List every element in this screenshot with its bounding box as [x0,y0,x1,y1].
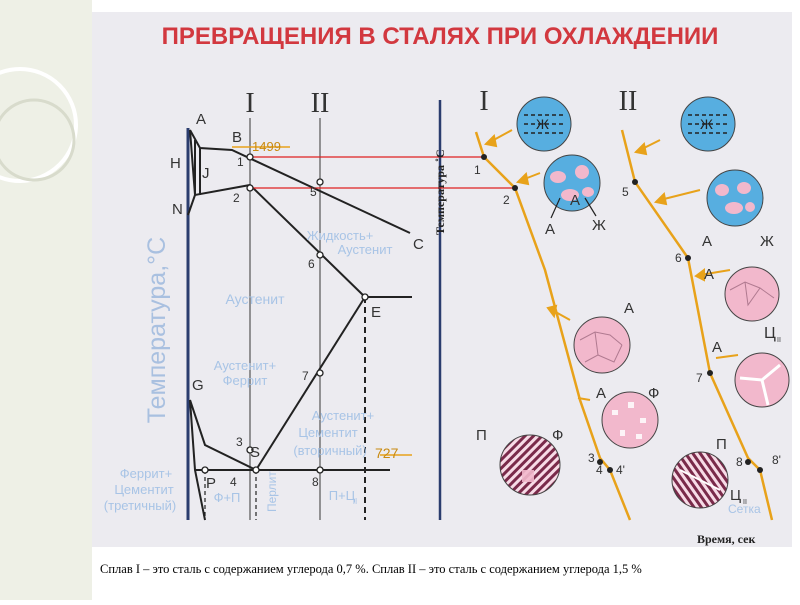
region-p-c: П+Ц [329,488,356,503]
decorative-circles [0,67,78,183]
label-p-2: П [716,436,727,453]
num-5: 5 [310,185,317,199]
point-e: E [371,304,381,321]
label-f-1: Ф [648,385,659,402]
label-a-4: А [596,385,606,402]
micro-liquid-austenite-2 [706,169,764,227]
curve-num-8p: 8' [772,453,781,467]
region-austenite: Аустенит [225,291,285,307]
point-s: S [250,444,260,461]
micro-austenite-2 [724,266,780,322]
micro-austenite-ferrite-1 [601,391,659,449]
curve-num-3: 3 [588,451,595,465]
curve-alloy-one-label: I [479,86,488,117]
label-setka: Сетка [728,502,761,516]
region-f-p: Ф+П [214,490,241,505]
curve-num-4: 4 [596,463,603,477]
curve-num-1: 1 [474,163,481,177]
region-austenite-cementite-1: Аустенит+ [312,408,374,423]
curve-num-6: 6 [675,251,682,265]
region-austenite-ferrite-2: Феррит [223,373,268,388]
arrows [483,129,739,401]
curve-num-5: 5 [622,185,629,199]
label-a-1: А [545,221,555,238]
point-markers [201,153,369,474]
decorative-left-band [0,0,92,600]
point-p: P [206,475,216,492]
micro-austenite-cementite-2 [734,352,790,408]
micro-pearlite-ferrite-1 [499,434,561,496]
point-n: N [172,201,183,218]
slide-title: ПРЕВРАЩЕНИЯ В СТАЛЯХ ПРИ ОХЛАЖДЕНИИ [162,23,719,50]
micro-liquid-austenite-1 [543,154,601,212]
micro-liquid-2: Ж [680,96,736,152]
alloy-one-label: I [245,88,254,119]
label-a-5: А [702,233,712,250]
point-c: C [413,236,424,253]
y-axis-label: Температура,°С [143,237,171,423]
region-ferrite-cementite-1: Феррит+ [120,466,172,481]
label-ts-sub-1: II [777,337,781,344]
label-a-3: А [624,300,634,317]
micro-pearlite-cementite-2 [671,451,729,509]
region-liquid-austenite-2: Аустенит [338,242,393,257]
phase-lines [187,129,412,521]
region-ferrite-cementite-3: (третичный) [104,498,176,513]
region-austenite-cementite-2: Цементит [298,425,357,440]
curve-num-4p: 4' [616,463,625,477]
region-austenite-cementite-3: (вторичный) [293,443,366,458]
label-ts-1: Ц [764,325,776,342]
point-a: A [196,111,206,128]
point-b: B [232,129,242,146]
micro-liquid-1: Ж [516,96,572,152]
micro-liquid-label-1: Ж [536,116,549,132]
label-p-1: П [476,427,487,444]
label-a-2: А [570,192,580,209]
overlay-y-label: Температура ˚С [433,149,447,235]
region-pearlite: Перлит [265,471,279,512]
num-7: 7 [302,369,309,383]
region-liquid-austenite-1: Жидкость+ [307,228,374,243]
region-austenite-ferrite-1: Аустенит+ [214,358,276,373]
label-ts-sub-2: II [743,499,747,506]
temp-1499: 1499 [252,139,281,154]
num-4: 4 [230,475,237,489]
label-a-7: А [712,339,722,356]
num-8: 8 [312,475,319,489]
curve-num-2: 2 [503,193,510,207]
label-zh-3: Ж [760,233,774,250]
point-j: J [202,165,210,182]
curve-alloy-two-label: II [619,86,638,117]
point-g: G [192,377,204,394]
num-6: 6 [308,257,315,271]
num-2: 2 [233,191,240,205]
temp-727: 727 [375,445,399,461]
curve-num-7: 7 [696,371,703,385]
label-a-6: А [704,266,714,283]
label-f-2: Ф [552,427,563,444]
alloy-two-label: II [311,88,330,119]
label-zh-2: Ж [592,217,606,234]
overlay-x-label: Время, сек [697,532,756,546]
region-p-c-sub: II [353,497,357,506]
label-ts-2: Ц [730,487,741,504]
num-1: 1 [237,155,244,169]
slide-panel [92,12,792,547]
curve-num-8: 8 [736,455,743,469]
region-ferrite-cementite-2: Цементит [114,482,173,497]
slide-caption: Сплав I – это сталь с содержанием углеро… [100,562,642,576]
num-3: 3 [236,435,243,449]
micro-liquid-label-2: Ж [700,116,713,132]
micro-austenite-1 [573,316,631,374]
point-h: H [170,155,181,172]
